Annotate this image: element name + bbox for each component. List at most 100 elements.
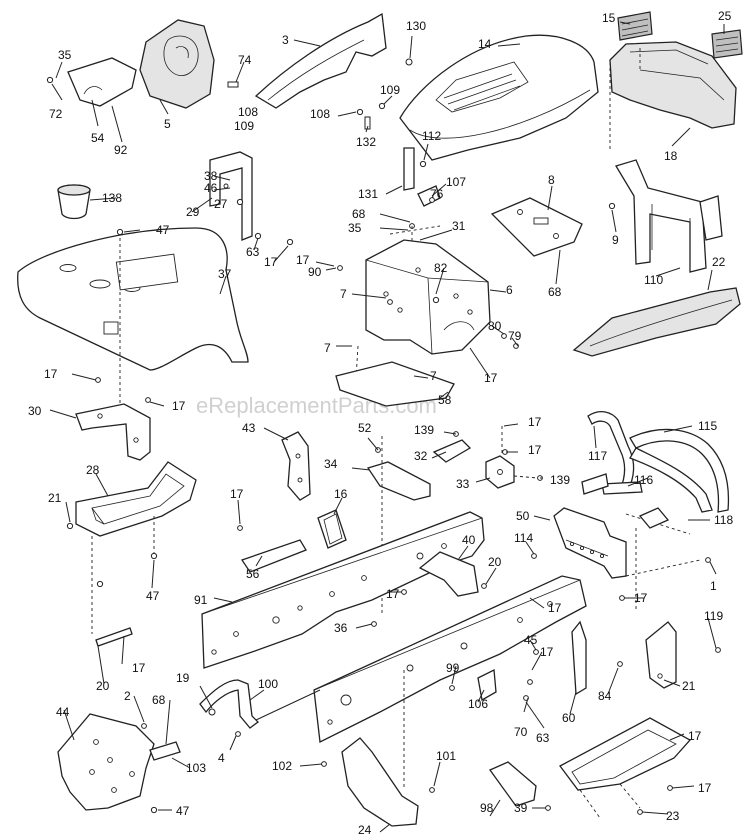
callout-17: 17 (548, 601, 562, 615)
callout-68: 68 (352, 207, 366, 221)
part-68-nut (141, 723, 147, 729)
part-40-bracket (418, 551, 479, 597)
callout-131: 131 (358, 187, 378, 201)
callout-102: 102 (272, 759, 292, 773)
callout-91: 91 (194, 593, 208, 607)
callout-17: 17 (540, 645, 554, 659)
part-9-screw (608, 202, 616, 210)
callout-106: 106 (468, 697, 488, 711)
callout-138: 138 (102, 191, 122, 205)
callout-17: 17 (634, 591, 648, 605)
part-107-bracket (417, 185, 441, 207)
part-21-screw (617, 661, 623, 667)
callout-28: 28 (86, 463, 100, 477)
part-110-side-bracket (615, 159, 723, 273)
callout-79: 79 (508, 329, 522, 343)
part-2-deck-bracket (57, 713, 155, 811)
callout-33: 33 (456, 477, 470, 491)
part-84-bracket (571, 620, 587, 696)
part-58-seat-bracket (75, 403, 151, 461)
callout-70: 70 (514, 725, 528, 739)
part-117-end (581, 473, 609, 495)
part-63-bolt (527, 679, 533, 685)
callout-46: 46 (204, 181, 218, 195)
callout-6: 6 (506, 283, 513, 297)
callout-17: 17 (688, 729, 702, 743)
callout-17: 17 (132, 661, 146, 675)
part-138-cup-holder (57, 184, 91, 220)
callout-32: 32 (414, 449, 428, 463)
callout-37: 37 (218, 267, 232, 281)
part-1-frame-rail (313, 575, 587, 743)
callout-108: 108 (238, 105, 258, 119)
callout-108: 108 (310, 107, 330, 121)
callout-90: 90 (308, 265, 322, 279)
part-91-frame-rail (201, 511, 485, 669)
callout-68: 68 (152, 693, 166, 707)
callout-29: 29 (186, 205, 200, 219)
callout-4: 4 (218, 751, 225, 765)
part-80-nut (501, 333, 507, 339)
callout-119: 119 (704, 609, 723, 623)
callout-54: 54 (91, 131, 105, 145)
callout-27: 27 (214, 197, 228, 211)
callout-84: 84 (598, 689, 612, 703)
callout-45: 45 (524, 633, 538, 647)
part-131-strap (403, 147, 415, 191)
part-101-bolt (321, 761, 327, 767)
part-18-grille-housing (609, 41, 737, 129)
part-109-washer (378, 102, 386, 110)
part-47-screw (637, 809, 643, 815)
part-44-bracket (645, 621, 677, 689)
part-43-bracket (281, 431, 311, 501)
callout-40: 40 (462, 533, 476, 547)
part-17-screw (237, 525, 243, 531)
part-116-rod (601, 481, 643, 495)
callout-17: 17 (386, 587, 400, 601)
callout-63: 63 (536, 731, 550, 745)
part-76-bolt (429, 197, 435, 203)
part-36-bolt (371, 621, 377, 627)
callout-76: 76 (430, 187, 444, 201)
callout-19: 19 (176, 671, 190, 685)
callout-52: 52 (358, 421, 372, 435)
callout-80: 80 (488, 319, 502, 333)
callout-74: 74 (238, 53, 252, 67)
callout-98: 98 (480, 801, 494, 815)
part-17-screw (96, 580, 104, 588)
part-130-screw (405, 58, 413, 66)
callout-9: 9 (612, 233, 619, 247)
callout-23: 23 (666, 809, 680, 823)
callout-109: 109 (380, 83, 400, 97)
part-17-screw (286, 238, 294, 246)
part-27-screw (236, 198, 244, 206)
part-99-rod (199, 679, 259, 729)
part-8-plate (490, 197, 583, 257)
part-21-screw (66, 522, 74, 530)
callout-47: 47 (156, 223, 170, 237)
callout-24: 24 (358, 823, 372, 837)
callout-31: 31 (452, 219, 466, 233)
part-14-hood (399, 34, 599, 161)
part-45-washer (533, 649, 539, 655)
part-24-step-pan (559, 717, 692, 791)
part-17-screw (715, 647, 721, 653)
part-17-screw (95, 377, 101, 383)
callout-34: 34 (324, 457, 338, 471)
callout-99: 99 (446, 661, 460, 675)
part-19-bolt (95, 627, 133, 647)
callout-7: 7 (430, 369, 437, 383)
part-103-plate (149, 741, 181, 761)
part-17-screw (429, 787, 435, 793)
part-25-grille (711, 29, 743, 59)
leader-lines (49, 21, 725, 833)
callout-60: 60 (562, 711, 576, 725)
callout-109: 109 (234, 119, 254, 133)
callout-22: 22 (712, 255, 726, 269)
callout-139: 139 (414, 423, 434, 437)
callout-7: 7 (324, 341, 331, 355)
callout-17: 17 (528, 415, 542, 429)
callout-47: 47 (146, 589, 160, 603)
callout-17: 17 (44, 367, 58, 381)
